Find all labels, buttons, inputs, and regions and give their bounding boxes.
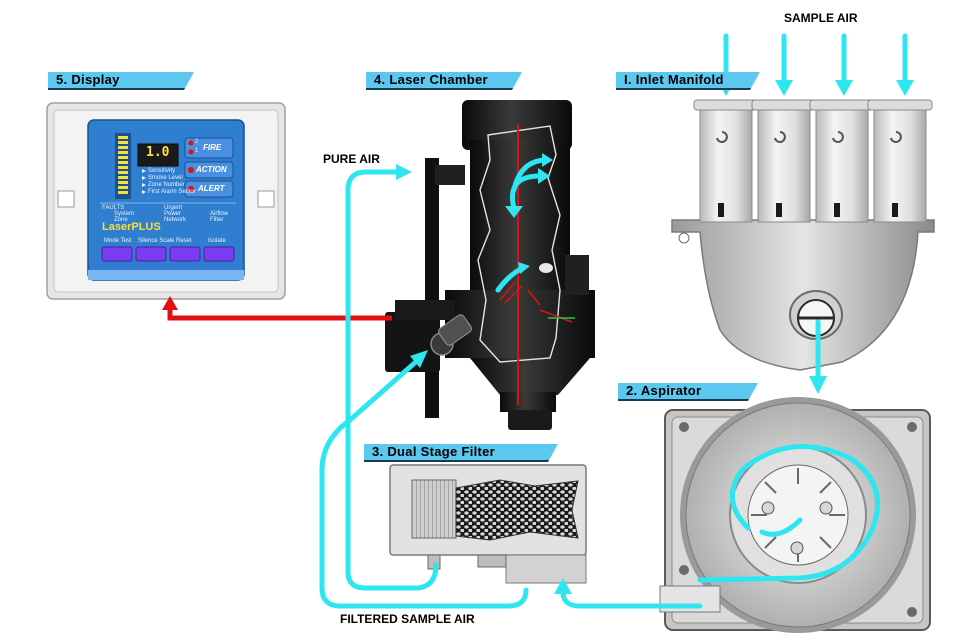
fire-level-1: 1 — [195, 148, 199, 154]
fault-network: Network — [164, 217, 187, 223]
fault-zone: Zone — [114, 217, 128, 223]
pure-air-label: PURE AIR — [323, 152, 380, 166]
aspirator-label: 2. Aspirator — [618, 383, 758, 401]
inlet-manifold-label: I. Inlet Manifold — [616, 72, 760, 90]
fault-power: Power — [164, 211, 182, 217]
action-alarm-label: ACTION — [196, 165, 227, 174]
reset-key-label: Reset — [176, 238, 192, 244]
fault-airflow: Airflow — [210, 211, 229, 217]
laser-chamber — [385, 100, 595, 430]
fault-system: System — [114, 211, 135, 217]
dual-stage-filter-label: 3. Dual Stage Filter — [364, 444, 558, 462]
inlet-manifold — [671, 99, 935, 371]
display-label: 5. Display — [48, 72, 194, 90]
filtered-sample-air-label: FILTERED SAMPLE AIR — [340, 612, 475, 626]
fault-filter: Filter — [210, 217, 224, 223]
air-flow-paths — [319, 33, 908, 609]
faults-title: FAULTS — [102, 205, 125, 211]
display-unit — [46, 102, 286, 300]
indicator-zone-number: Zone Number — [148, 182, 185, 188]
bar-graph-segments — [118, 136, 128, 194]
indicator-smoke-level: Smoke Level — [148, 175, 183, 181]
indicator-sensitivity: Sensitivity — [148, 168, 176, 174]
fire-level-2: 2 — [195, 139, 199, 145]
smoke-readout: 1.0 — [146, 145, 170, 160]
mode-test-key-label: Mode Test — [104, 238, 132, 244]
laser-chamber-label: 4. Laser Chamber — [366, 72, 522, 90]
alert-alarm-label: ALERT — [198, 184, 225, 193]
isolate-key-label: Isolate — [208, 238, 226, 244]
dual-stage-filter — [389, 464, 587, 584]
signal-line — [162, 296, 392, 321]
indicator-first-alarm-sector: First Alarm Sector — [148, 189, 196, 195]
fire-alarm-label: FIRE — [203, 143, 222, 152]
sample-air-label: SAMPLE AIR — [784, 11, 858, 25]
silence-scale-key-label: Silence Scale — [138, 238, 175, 244]
fault-urgent: Urgent — [164, 205, 183, 211]
aspirator — [659, 397, 931, 633]
laserplus-logo: LaserPLUS — [102, 221, 161, 233]
